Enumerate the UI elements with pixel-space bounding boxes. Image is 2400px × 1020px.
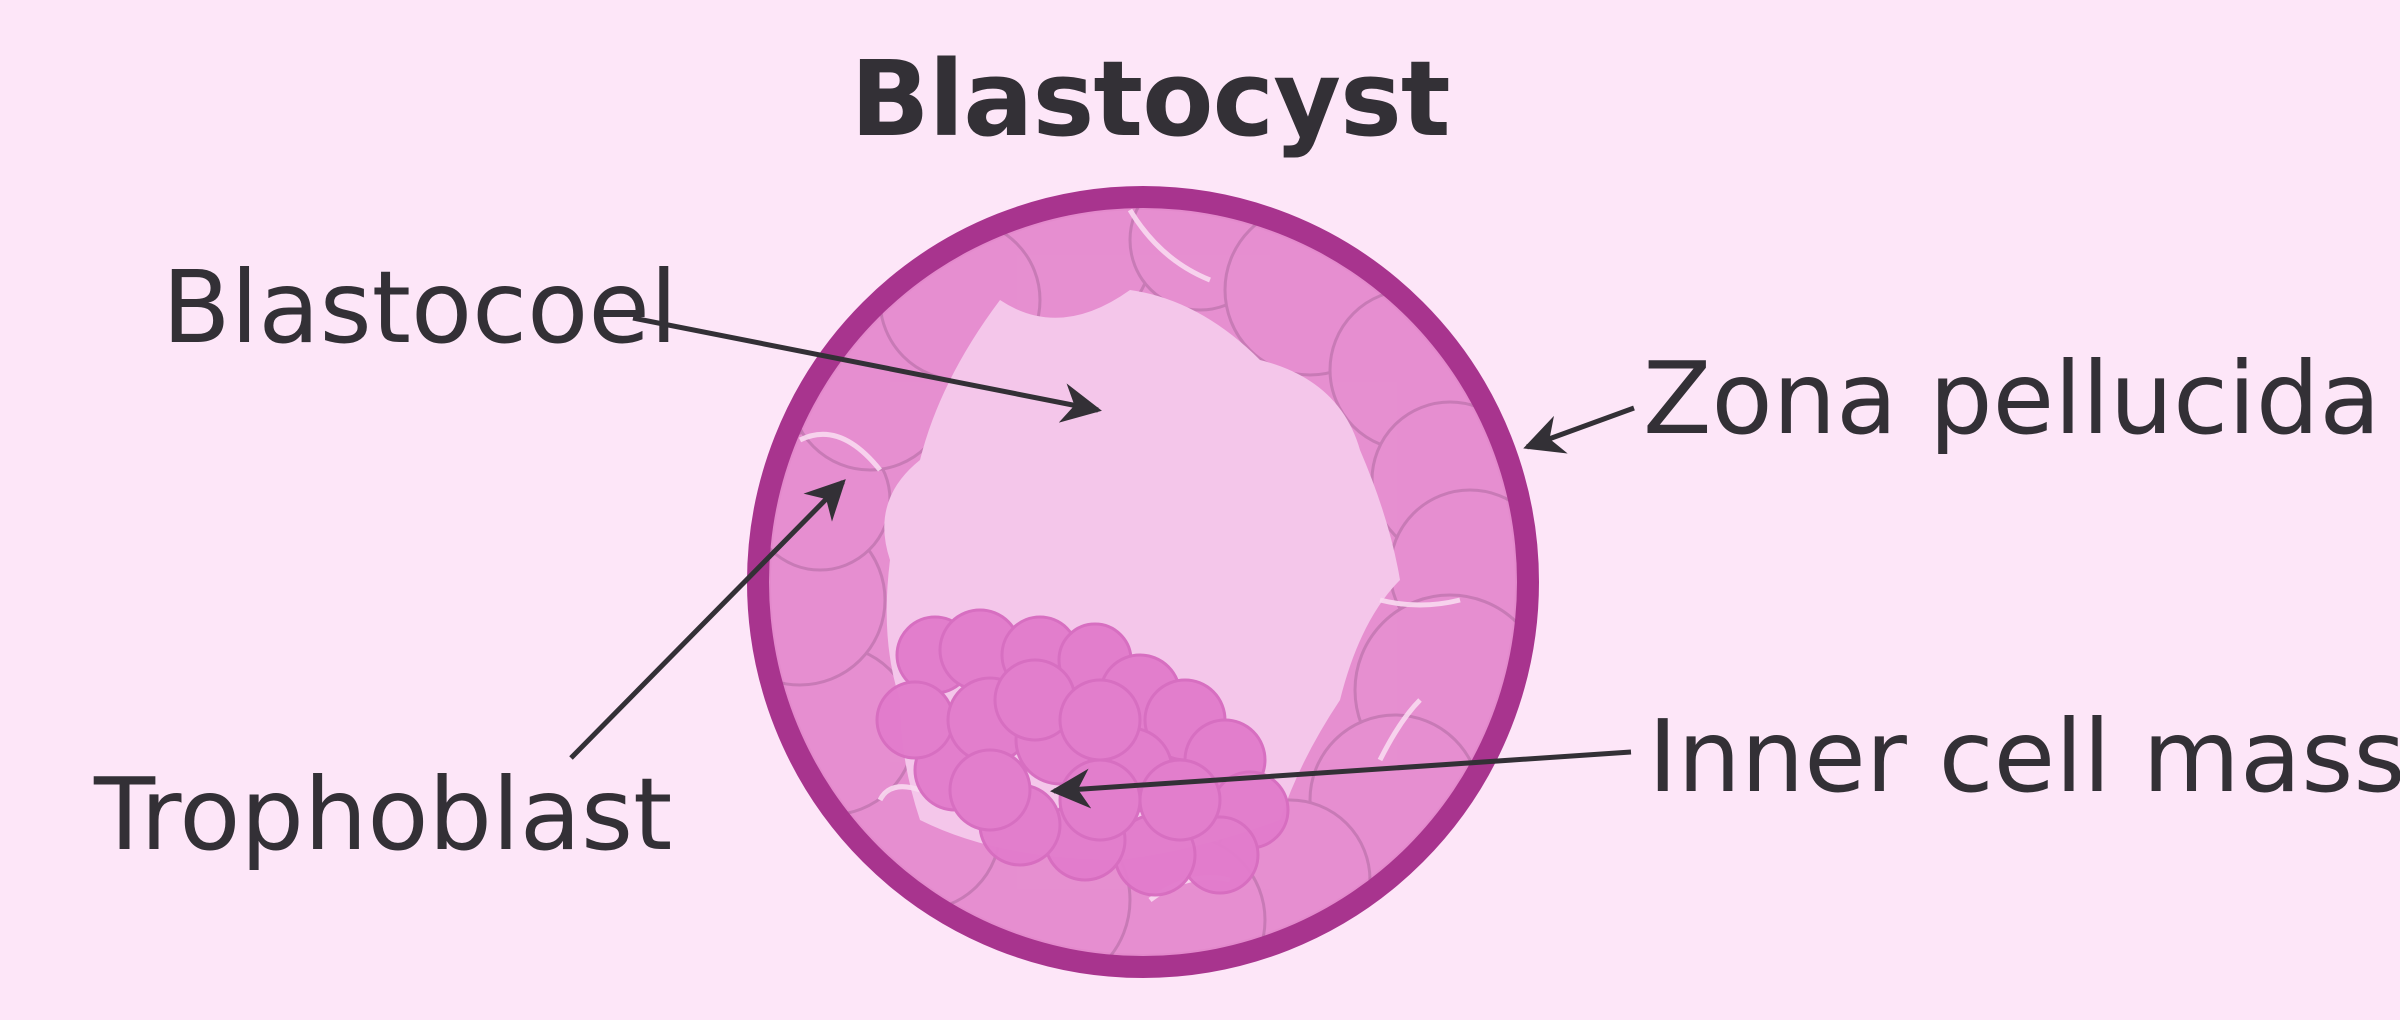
label-zona-pellucida: Zona pellucida: [1643, 340, 2381, 457]
trophoblast-arrow: [569, 479, 846, 760]
inner-cell-mass-arrow: [1050, 749, 1632, 809]
label-trophoblast: Trophoblast: [94, 756, 673, 873]
diagram-title: Blastocyst: [850, 38, 1450, 160]
zona-pellucida-arrow: [1523, 405, 1635, 454]
blastocoel-arrow: [632, 315, 1102, 423]
label-blastocoel: Blastocoel: [162, 249, 678, 366]
label-inner-cell-mass: Inner cell mass: [1648, 698, 2400, 815]
